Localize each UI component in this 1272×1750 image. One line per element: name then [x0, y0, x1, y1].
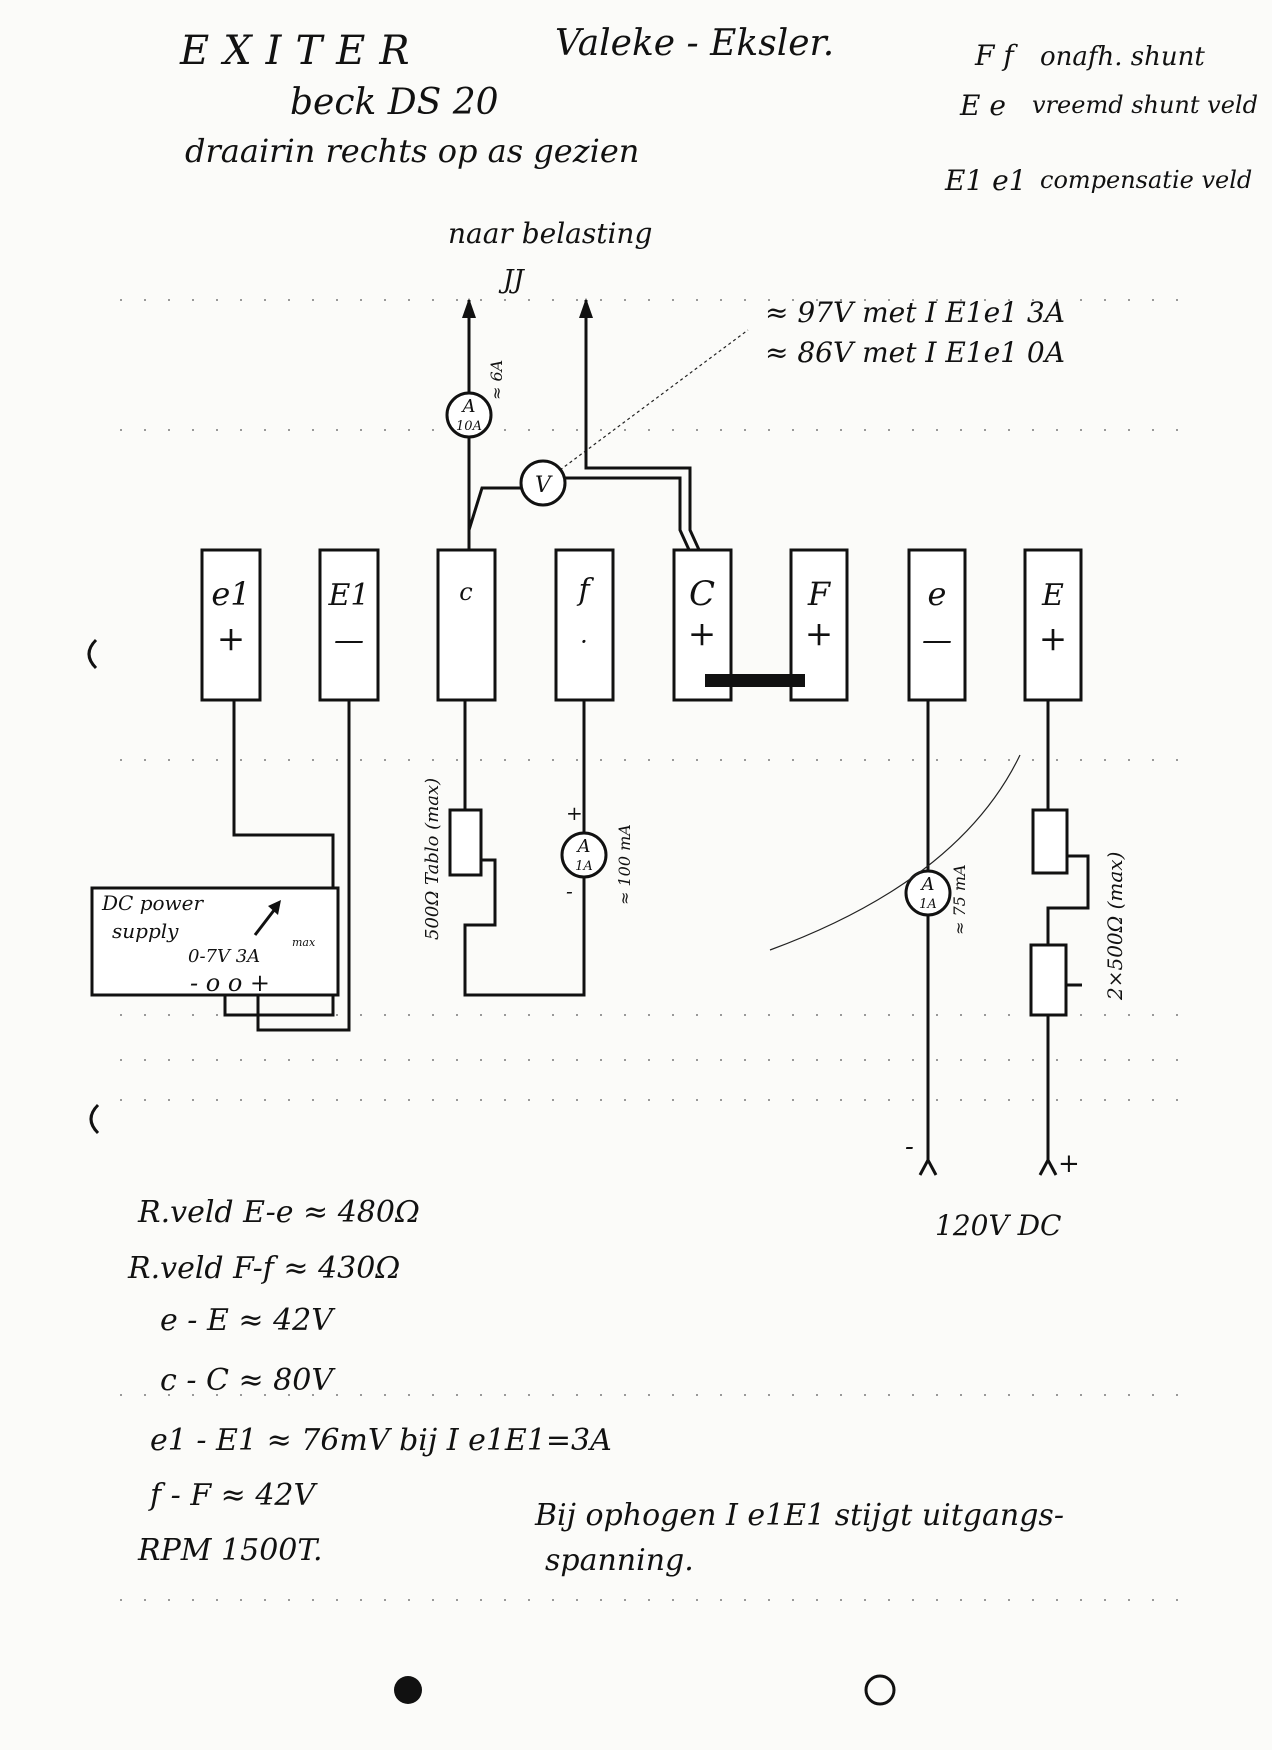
note-line: e - E ≈ 42V — [160, 1303, 336, 1338]
terminal-letter: E1 — [328, 578, 370, 613]
terminal-sign: + — [688, 614, 717, 654]
rheostat-E-label: 2×500Ω (max) — [1103, 852, 1127, 1001]
load-mark: JJ — [498, 265, 525, 295]
conclusion-line: Bij ophogen I e1E1 stijgt uitgangs- — [534, 1498, 1064, 1533]
psu-label: DC power — [101, 891, 204, 915]
terminal-E: E+ — [1023, 548, 1083, 702]
terminal-letter: C — [689, 574, 715, 614]
maker: Valeke - Eksler. — [555, 23, 834, 64]
load-ammeter: A 10A ≈ 6A — [445, 360, 506, 439]
conclusion-line: spanning. — [545, 1543, 694, 1578]
legend-text: vreemd shunt veld — [1032, 91, 1258, 119]
rheostat-E-1 — [1031, 808, 1069, 875]
supply-label: 120V DC — [935, 1209, 1061, 1242]
note-line: R.veld F-f ≈ 430Ω — [127, 1251, 400, 1286]
psu-terminals: - o o + — [190, 969, 270, 997]
terminal-sign: · — [580, 628, 588, 656]
terminal-C: C+ — [672, 548, 733, 702]
ammeter-minus: - — [566, 879, 573, 903]
measurement-notes: R.veld E-e ≈ 480Ω R.veld F-f ≈ 430Ω e - … — [127, 1195, 1064, 1578]
psu-label: supply — [112, 919, 179, 943]
psu-note: max — [292, 936, 316, 949]
terminal-e1: e1 + — [200, 548, 262, 702]
terminal-sign: + — [1039, 619, 1068, 659]
ammeter-symbol: A — [920, 874, 935, 895]
ammeter-reading: ≈ 75 mA — [950, 864, 969, 935]
terminal-f: f· — [554, 548, 615, 702]
note-line: e1 - E1 ≈ 76mV bij I e1E1=3A — [150, 1423, 612, 1458]
terminal-sign: + — [217, 619, 246, 659]
terminal-sign: — — [334, 623, 364, 658]
legend-pair: F f — [974, 39, 1018, 72]
supply-minus: - — [905, 1132, 914, 1162]
ammeter-symbol: A — [461, 396, 476, 417]
terminal-e: e— — [907, 548, 967, 702]
terminal-letter: e1 — [211, 575, 250, 613]
legend: F f onafh. shunt E e vreemd shunt veld E… — [944, 39, 1258, 197]
voltage-note-0a: ≈ 86V met I E1e1 0A — [765, 336, 1065, 369]
ammeter-reading: ≈ 6A — [487, 360, 506, 400]
ammeter-range: 10A — [456, 419, 482, 434]
psu-range: 0-7V 3A — [188, 946, 260, 967]
note-line: R.veld E-e ≈ 480Ω — [137, 1195, 420, 1230]
rheostat-c — [448, 808, 483, 877]
terminal-letter: e — [928, 575, 947, 613]
terminal-letter: F — [807, 575, 832, 613]
load-wires — [462, 298, 702, 553]
pencil-curve — [769, 754, 1021, 951]
rheostat-E-2 — [1029, 943, 1068, 1017]
voltage-pointer-line — [559, 329, 749, 471]
voltmeter-symbol: V — [535, 473, 553, 498]
legend-pair: E e — [959, 89, 1006, 122]
legend-text: compensatie veld — [1040, 166, 1252, 194]
voltmeter: V — [519, 459, 567, 507]
legend-text: onafh. shunt — [1040, 42, 1205, 72]
terminal-E1: E1 — — [318, 548, 380, 702]
load-label: naar belasting — [448, 217, 652, 250]
legend-pair: E1 e1 — [944, 164, 1027, 197]
rotation-note: draairin rechts op as gezien — [185, 132, 639, 170]
terminal-c: c — [436, 548, 497, 702]
note-line: RPM 1500T. — [137, 1533, 323, 1568]
voltage-note-3a: ≈ 97V met I E1e1 3A — [765, 296, 1065, 329]
terminal-block: e1+ E1— c f· C+ F+ e— E+ — [200, 548, 1083, 702]
separate-shunt-circuit: A 1A ≈ 75 mA 2×500Ω (max) - + 120V DC — [769, 700, 1127, 1242]
ammeter-range: 1A — [575, 859, 593, 874]
dc-power-supply: DC power supply 0-7V 3A max - o o + — [90, 886, 340, 997]
note-line: c - C ≈ 80V — [160, 1363, 336, 1398]
terminal-letter: c — [459, 578, 472, 606]
ammeter-range: 1A — [919, 897, 937, 912]
punch-holes — [87, 638, 896, 1706]
title: EXITER — [179, 28, 423, 74]
ammeter-plus: + — [566, 801, 583, 825]
supply-plus: + — [1058, 1149, 1080, 1179]
shunt-field-circuit: 500Ω Tablo (max) A 1A + - ≈ 100 mA — [422, 700, 634, 997]
rheostat-c-label: 500Ω Tablo (max) — [422, 778, 443, 940]
link-bar-C-F — [705, 674, 805, 687]
terminal-letter: E — [1041, 578, 1064, 613]
ammeter-symbol: A — [576, 836, 591, 857]
terminal-sign: + — [805, 614, 834, 654]
terminal-sign: — — [922, 623, 952, 658]
model: beck DS 20 — [290, 82, 499, 123]
note-line: f - F ≈ 42V — [148, 1478, 319, 1513]
ammeter-reading: ≈ 100 mA — [615, 824, 634, 905]
